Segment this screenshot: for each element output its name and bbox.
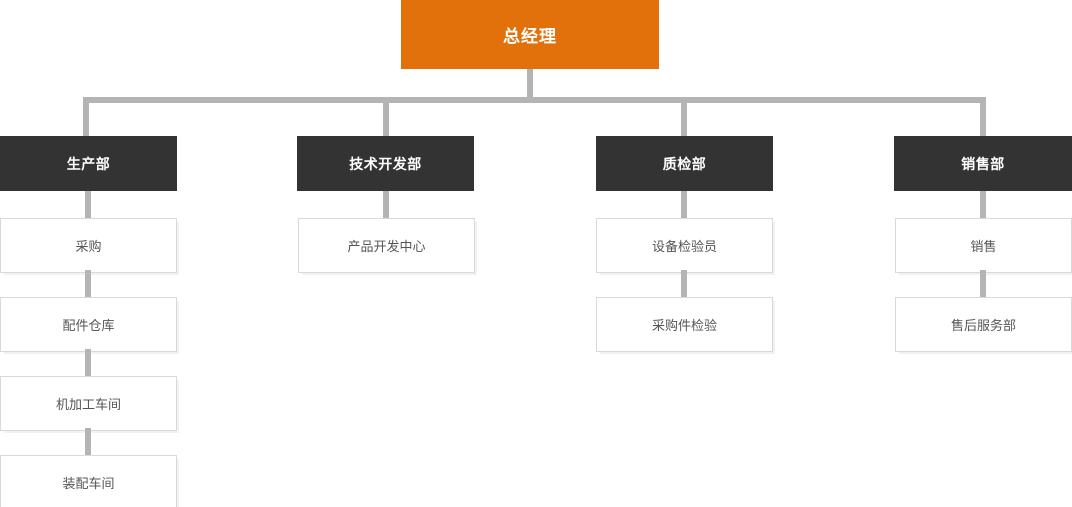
node-dept-tech-development[interactable]: 技术开发部 xyxy=(297,136,474,191)
node-child-product-development-center[interactable]: 产品开发中心 xyxy=(298,218,475,273)
node-child-parts-warehouse[interactable]: 配件仓库 xyxy=(0,297,177,352)
connector-bus-to-dept-2 xyxy=(681,97,687,136)
connector-child-0-to-child-1 xyxy=(85,270,91,300)
connector-child-1-to-child-2 xyxy=(85,349,91,379)
connector-dept-2-child-0-to-child-1 xyxy=(681,270,687,300)
connector-child-2-to-child-3 xyxy=(85,428,91,458)
node-dept-sales[interactable]: 销售部 xyxy=(894,136,1072,191)
connector-bus-to-dept-0 xyxy=(83,97,89,136)
connector-dept-2-to-child-0 xyxy=(681,191,687,221)
connector-bus-to-dept-1 xyxy=(383,97,389,136)
node-child-after-sales-service[interactable]: 售后服务部 xyxy=(895,297,1072,352)
connector-bus-to-dept-3 xyxy=(980,97,986,136)
connector-dept-0-to-child-0 xyxy=(85,191,91,221)
connector-dept-3-child-0-to-child-1 xyxy=(980,270,986,300)
node-root-general-manager[interactable]: 总经理 xyxy=(401,0,659,69)
node-child-equipment-inspector[interactable]: 设备检验员 xyxy=(596,218,773,273)
node-child-sales[interactable]: 销售 xyxy=(895,218,1072,273)
node-dept-production[interactable]: 生产部 xyxy=(0,136,177,191)
node-dept-quality-control[interactable]: 质检部 xyxy=(596,136,773,191)
node-child-purchased-parts-inspection[interactable]: 采购件检验 xyxy=(596,297,773,352)
connector-dept-3-to-child-0 xyxy=(980,191,986,221)
node-child-machining-workshop[interactable]: 机加工车间 xyxy=(0,376,177,431)
connector-dept-1-to-child-0 xyxy=(383,191,389,221)
node-child-assembly-workshop[interactable]: 装配车间 xyxy=(0,455,177,507)
connector-root-down xyxy=(527,69,533,103)
node-child-purchasing[interactable]: 采购 xyxy=(0,218,177,273)
connector-horizontal-bus xyxy=(83,97,986,103)
